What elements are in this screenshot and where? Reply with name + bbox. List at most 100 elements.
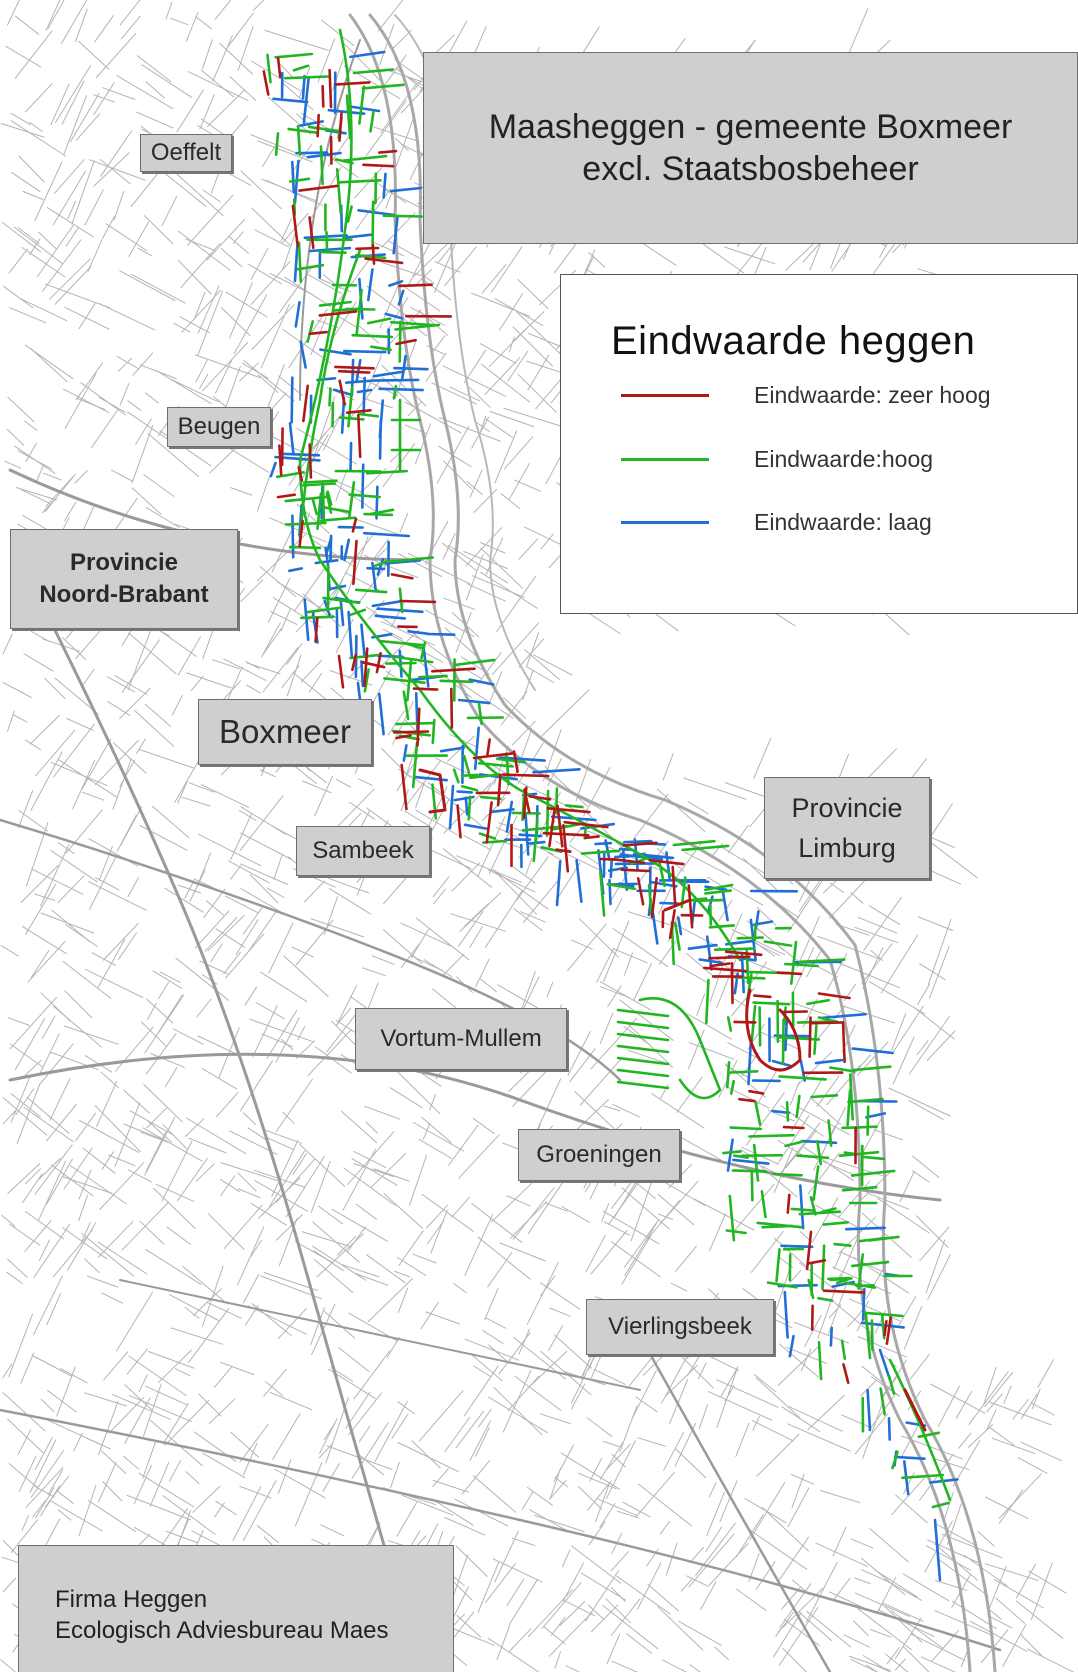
parcel-line bbox=[442, 365, 507, 397]
parcel-line bbox=[730, 996, 748, 1008]
parcel-line bbox=[508, 463, 530, 501]
parcel-line bbox=[603, 1440, 620, 1448]
hedge-very-high bbox=[548, 809, 556, 848]
parcel-line bbox=[177, 230, 231, 271]
parcel-line bbox=[247, 263, 283, 285]
parcel-line bbox=[76, 113, 101, 141]
parcel-line bbox=[200, 69, 235, 98]
parcel-line bbox=[50, 83, 70, 126]
hedge-low bbox=[861, 1287, 866, 1321]
hedge-low bbox=[518, 833, 543, 838]
parcel-line bbox=[431, 1498, 474, 1526]
parcel-line bbox=[421, 1116, 452, 1144]
parcel-line bbox=[928, 869, 962, 885]
parcel-line bbox=[122, 1455, 140, 1470]
parcel-line bbox=[480, 547, 523, 589]
hedge-high bbox=[306, 606, 344, 614]
parcel-line bbox=[128, 632, 177, 675]
parcel-line bbox=[705, 1526, 722, 1552]
parcel-line bbox=[540, 1350, 592, 1396]
parcel-line bbox=[550, 1467, 562, 1499]
hedge-high bbox=[822, 1221, 850, 1226]
parcel-line bbox=[43, 472, 62, 481]
parcel-line bbox=[508, 336, 515, 353]
parcel-line bbox=[582, 808, 626, 852]
parcel-line bbox=[8, 1017, 30, 1026]
parcel-line bbox=[1003, 1385, 1012, 1404]
parcel-line bbox=[139, 364, 177, 380]
parcel-line bbox=[513, 908, 543, 931]
parcel-line bbox=[207, 914, 245, 952]
parcel-line bbox=[47, 0, 65, 30]
parcel-line bbox=[545, 453, 563, 485]
parcel-line bbox=[7, 1418, 44, 1454]
hedge-high bbox=[431, 783, 438, 820]
parcel-line bbox=[38, 1239, 50, 1261]
parcel-line bbox=[697, 1362, 707, 1380]
parcel-line bbox=[136, 738, 146, 754]
hedge-high bbox=[321, 482, 326, 524]
parcel-line bbox=[458, 681, 514, 719]
parcel-line bbox=[351, 517, 401, 536]
parcel-line bbox=[775, 1612, 794, 1637]
hedge-very-high bbox=[375, 651, 382, 674]
parcel-line bbox=[908, 1099, 944, 1120]
parcel-line bbox=[78, 1485, 97, 1537]
parcel-line bbox=[685, 952, 717, 980]
parcel-line bbox=[53, 723, 95, 778]
hedge-high bbox=[532, 817, 539, 863]
parcel-line bbox=[854, 926, 899, 944]
hedge-high bbox=[829, 1277, 850, 1282]
parcel-line bbox=[755, 1070, 777, 1108]
parcel-line bbox=[21, 1515, 30, 1531]
parcel-line bbox=[114, 1102, 141, 1168]
parcel-line bbox=[142, 1127, 203, 1162]
parcel-line bbox=[373, 1168, 410, 1182]
parcel-line bbox=[451, 862, 481, 892]
hedge-high bbox=[616, 1056, 670, 1066]
parcel-line bbox=[127, 400, 142, 411]
hedge-low bbox=[397, 289, 405, 306]
parcel-line bbox=[553, 1334, 592, 1369]
hedge-very-high bbox=[707, 955, 751, 960]
parcel-line bbox=[197, 290, 223, 356]
hedge-high bbox=[325, 492, 333, 514]
parcel-line bbox=[657, 788, 706, 832]
parcel-line bbox=[968, 1370, 1009, 1425]
parcel-line bbox=[119, 270, 176, 301]
hedge-very-high bbox=[334, 365, 375, 370]
parcel-line bbox=[499, 1242, 546, 1262]
parcel-line bbox=[161, 170, 207, 207]
parcel-line bbox=[913, 1006, 955, 1040]
parcel-line bbox=[571, 1383, 586, 1410]
parcel-line bbox=[800, 1348, 812, 1372]
parcel-line bbox=[902, 1573, 950, 1602]
parcel-line bbox=[616, 1510, 639, 1519]
parcel-line bbox=[291, 144, 313, 174]
parcel-line bbox=[232, 231, 244, 244]
parcel-line bbox=[670, 1282, 688, 1292]
parcel-line bbox=[550, 1616, 566, 1636]
parcel-line bbox=[484, 418, 513, 438]
parcel-line bbox=[240, 579, 264, 602]
parcel-line bbox=[307, 1029, 352, 1077]
parcel-line bbox=[756, 1162, 798, 1198]
parcel-line bbox=[986, 1393, 1003, 1413]
hedge-low bbox=[607, 866, 628, 873]
parcel-line bbox=[242, 1112, 257, 1125]
parcel-line bbox=[215, 928, 246, 948]
hedge-very-high bbox=[456, 804, 462, 839]
parcel-line bbox=[272, 1413, 301, 1460]
province-noord-brabant-line1: Provincie bbox=[69, 549, 179, 576]
parcel-line bbox=[278, 62, 293, 78]
parcel-line bbox=[187, 71, 249, 102]
parcel-line bbox=[268, 922, 294, 974]
parcel-line bbox=[243, 1480, 277, 1541]
hedge-high bbox=[672, 839, 716, 847]
hedge-very-high bbox=[351, 653, 358, 672]
parcel-line bbox=[843, 1634, 870, 1648]
parcel-line bbox=[260, 971, 308, 1002]
parcel-line bbox=[695, 1522, 736, 1576]
parcel-line bbox=[121, 625, 135, 646]
parcel-line bbox=[102, 922, 139, 961]
